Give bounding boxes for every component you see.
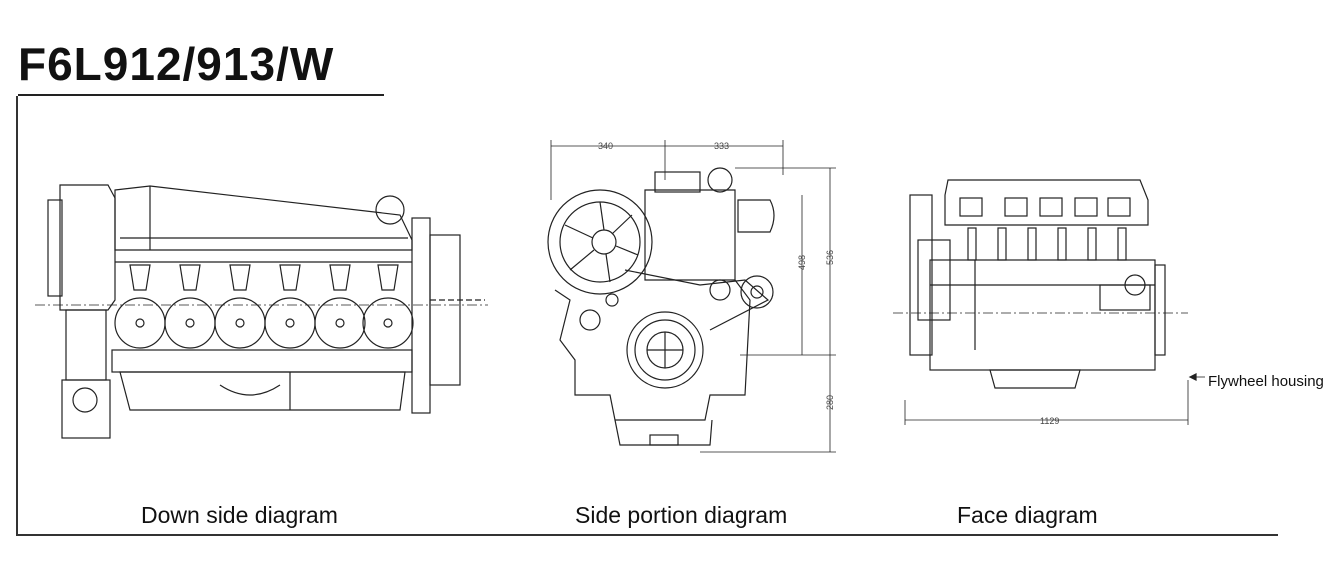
- face-engine-drawing: [893, 179, 1205, 425]
- side-portion-engine-drawing: [547, 140, 836, 453]
- cylinder-row: [114, 297, 414, 349]
- title-underline: [18, 94, 384, 96]
- caption-face: Face diagram: [957, 502, 1098, 528]
- dim-333-label: 333: [714, 141, 729, 151]
- caption-down-side: Down side diagram: [141, 502, 338, 528]
- down-side-engine-drawing: [35, 184, 488, 439]
- dim-1129-label: 1129: [1040, 416, 1059, 426]
- flywheel-housing-callout: Flywheel housing: [1208, 373, 1324, 390]
- dim-340-label: 340: [598, 141, 613, 151]
- frame-left-border: [16, 96, 18, 534]
- dim-498-label: 498: [797, 255, 807, 270]
- frame-bottom-border: [16, 534, 1278, 536]
- page-title: F6L912/913/W: [18, 38, 335, 90]
- caption-side-portion: Side portion diagram: [575, 502, 788, 528]
- dim-280-label: 280: [825, 395, 835, 410]
- dim-536-label: 536: [825, 250, 835, 265]
